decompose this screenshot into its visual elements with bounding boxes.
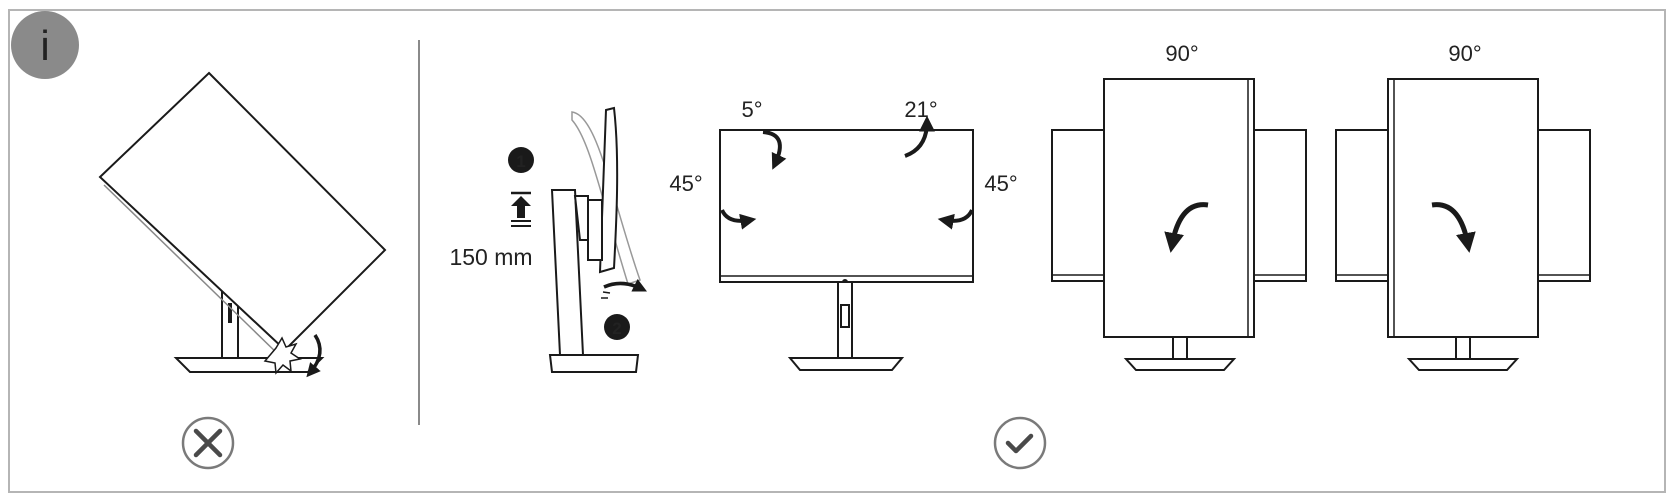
- tilt-swivel-illustration: [719, 115, 974, 371]
- lift-arrow-icon: [511, 196, 531, 218]
- swivel-left-label: 45°: [669, 171, 702, 196]
- rotation-arrow-icon: [306, 334, 322, 378]
- pivot-right-illustration: [1335, 78, 1591, 371]
- tilt-backward-label: 21°: [904, 97, 937, 122]
- pivot-left-arrow-icon: [1164, 202, 1209, 253]
- swivel-left-arrow-icon: [720, 209, 757, 230]
- tilt-forward-label: 5°: [741, 97, 762, 122]
- height-label: 150 mm: [449, 244, 532, 270]
- step-1-badge: [508, 147, 534, 173]
- tilt-forward-arrow-icon: [762, 130, 787, 170]
- height-adjust-illustration: 1 150 mm 2: [449, 106, 648, 373]
- pivot-right-arrow-icon: [1431, 202, 1476, 253]
- swivel-right-label: 45°: [984, 171, 1017, 196]
- pivot-left-illustration: [1051, 78, 1307, 371]
- wrong-rotation-illustration: [98, 71, 387, 378]
- step-2-number: 2: [612, 319, 621, 338]
- x-circle-icon: [181, 416, 235, 470]
- pivot-left-label: 90°: [1165, 41, 1198, 66]
- swivel-right-arrow-icon: [937, 209, 974, 230]
- step-1-number: 1: [516, 152, 525, 171]
- check-circle-icon: [993, 416, 1047, 470]
- impact-star: [263, 336, 302, 375]
- tilt-backward-arrow-icon: [904, 115, 935, 158]
- outer-frame: [8, 9, 1666, 493]
- swivel-arrow-icon: [603, 278, 648, 292]
- pivot-right-label: 90°: [1448, 41, 1481, 66]
- info-badge: i: [11, 11, 79, 79]
- front-screen: [719, 129, 974, 283]
- info-glyph: i: [40, 22, 49, 69]
- step-2-badge: [604, 314, 630, 340]
